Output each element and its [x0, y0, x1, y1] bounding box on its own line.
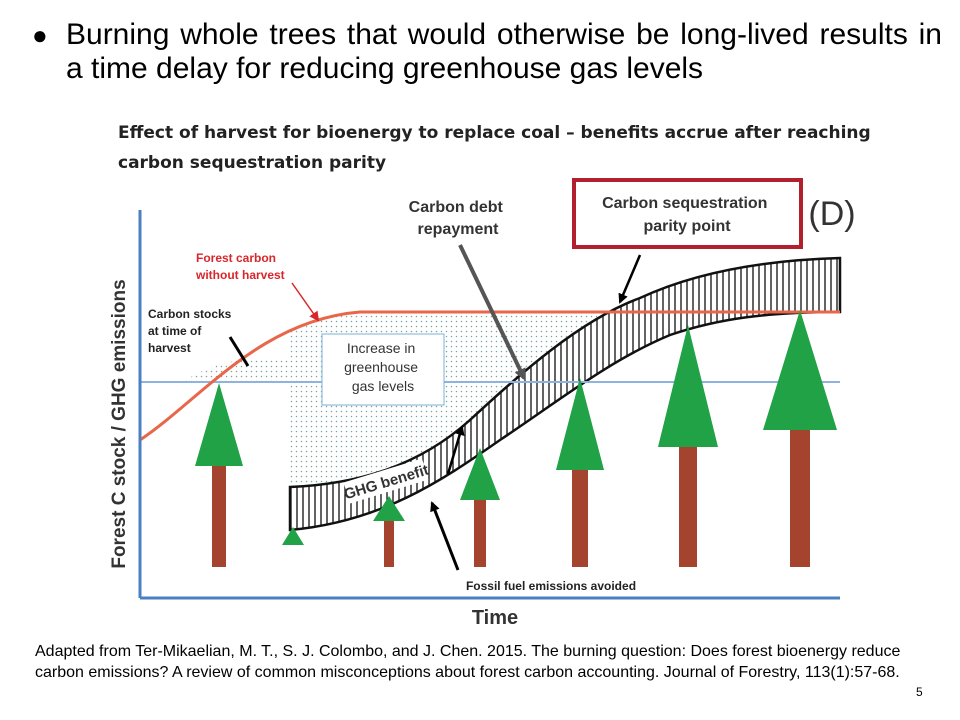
parity-point-arrow	[618, 254, 642, 304]
tree-icon	[556, 378, 604, 567]
page-number: 5	[916, 685, 923, 699]
bullet-point: ● Burning whole trees that would otherwi…	[32, 18, 942, 86]
bullet-marker: ●	[32, 20, 48, 50]
bullet-text: Burning whole trees that would otherwise…	[66, 18, 942, 85]
figure-title: Effect of harvest for bioenergy to repla…	[118, 123, 871, 173]
parity-point-box	[572, 178, 803, 249]
y-axis-label: Forest C stock / GHG emissions	[109, 279, 130, 568]
fossil-avoided-arrow	[430, 501, 460, 571]
ghg-benefit-arrow	[446, 425, 465, 475]
ghg-benefit-label-bg	[343, 458, 429, 504]
forest-carbon-curve	[139, 310, 840, 442]
carbon-stocks-dotted-area	[183, 358, 290, 382]
tree-icon	[763, 310, 837, 567]
parity-point-label: Carbon sequestration parity point	[602, 195, 772, 235]
tree-icon	[282, 527, 304, 545]
fossil-avoided-label: Fossil fuel emissions avoided	[466, 579, 636, 593]
carbon-debt-label: Carbon debt repayment	[409, 199, 508, 238]
carbon-stocks-pointer	[228, 336, 250, 367]
x-axis-label: Time	[472, 607, 518, 629]
citation: Adapted from Ter-Mikaelian, M. T., S. J.…	[35, 643, 901, 681]
panel-letter: (D)	[808, 195, 855, 233]
forest-carbon-label: Forest carbon without harvest	[195, 251, 285, 282]
tree-icon	[195, 383, 243, 567]
carbon-stocks-label: Carbon stocks at time of harvest	[148, 307, 235, 355]
carbon-debt-arrow	[458, 244, 526, 381]
tree-icon	[373, 496, 405, 567]
increase-ghg-label: Increase in greenhouse gas levels	[344, 340, 422, 394]
tree-icon	[460, 448, 500, 567]
tree-icon	[658, 325, 718, 567]
forest-carbon-arrow	[291, 282, 320, 322]
increase-ghg-box	[321, 333, 445, 406]
